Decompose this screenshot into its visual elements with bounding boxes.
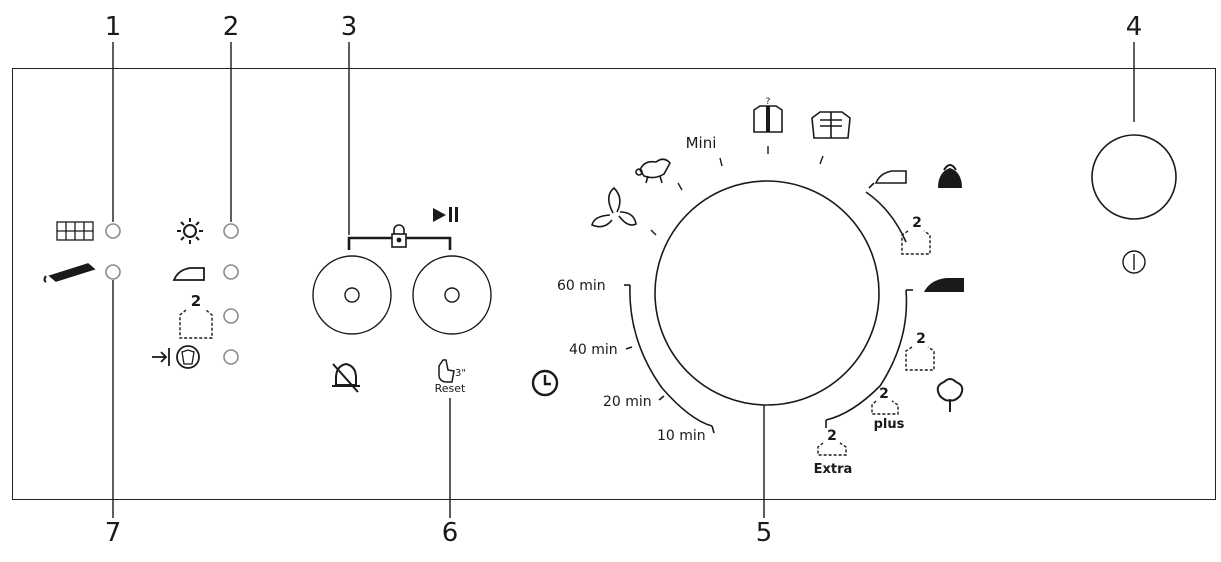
shirt-2b-icon: 2 [905,331,935,371]
buzzer-button[interactable] [312,255,392,335]
timer-20: 20 min [603,394,652,410]
cotton-icon [936,378,964,412]
shirt-plus-icon: 2 [871,386,899,415]
program-extra: Extra [814,462,853,477]
iron-low-icon [874,170,907,184]
program-mini: Mini [686,134,717,152]
callout-2: 2 [222,12,240,42]
led-water-tank [105,264,121,280]
svg-text:2: 2 [879,386,889,402]
program-plus: plus [874,417,905,432]
shirts-rack-icon [811,111,851,139]
led-cupboard [223,308,239,324]
iron-icon [172,267,205,281]
program-scale [825,182,913,428]
callout-7: 7 [104,518,122,548]
sieve-icon [56,221,94,241]
svg-text:?: ? [766,97,771,107]
program-dial[interactable] [654,180,880,406]
play-pause-icon [433,207,458,222]
power-icon [1122,250,1146,274]
led-iron [223,264,239,280]
shirt-icon: ? [753,97,783,133]
sheep-wool-icon [635,158,671,184]
lock-icon [391,224,407,248]
callout-4: 4 [1125,12,1143,42]
timer-60: 60 min [557,278,606,294]
iron-high-icon [924,278,964,292]
start-pause-button[interactable] [412,255,492,335]
callout-5: 5 [755,518,773,548]
led-anticrease [223,349,239,365]
svg-text:2: 2 [912,215,922,231]
sun-icon [177,218,203,244]
control-panel [12,68,1216,500]
water-tank-icon [43,263,96,283]
fan-icon [591,186,637,228]
leader-lines [112,42,1135,518]
buzzer-off-icon [332,362,360,393]
anticrease-icon [152,345,200,369]
svg-text:2: 2 [916,331,926,347]
shirt-extra-icon: 2 [817,428,847,456]
svg-text:2: 2 [191,292,201,310]
svg-text:2: 2 [827,428,837,444]
callout-3: 3 [340,12,358,42]
callout-1: 1 [104,12,122,42]
shirt-2-icon: 2 [901,215,931,255]
timer-10: 10 min [657,428,706,444]
delicate-bag-icon [938,164,962,188]
shirt-icon: 2 [179,292,213,339]
clock-icon [531,369,559,397]
reset-duration: 3" [455,368,466,379]
reset-label: Reset [435,382,466,395]
timer-scale [624,284,715,434]
led-sieve [105,223,121,239]
dial-ticks [650,146,824,236]
finger-press-icon [438,359,455,383]
led-dry [223,223,239,239]
callout-6: 6 [441,518,459,548]
timer-40: 40 min [569,342,618,358]
power-button[interactable] [1091,134,1177,220]
